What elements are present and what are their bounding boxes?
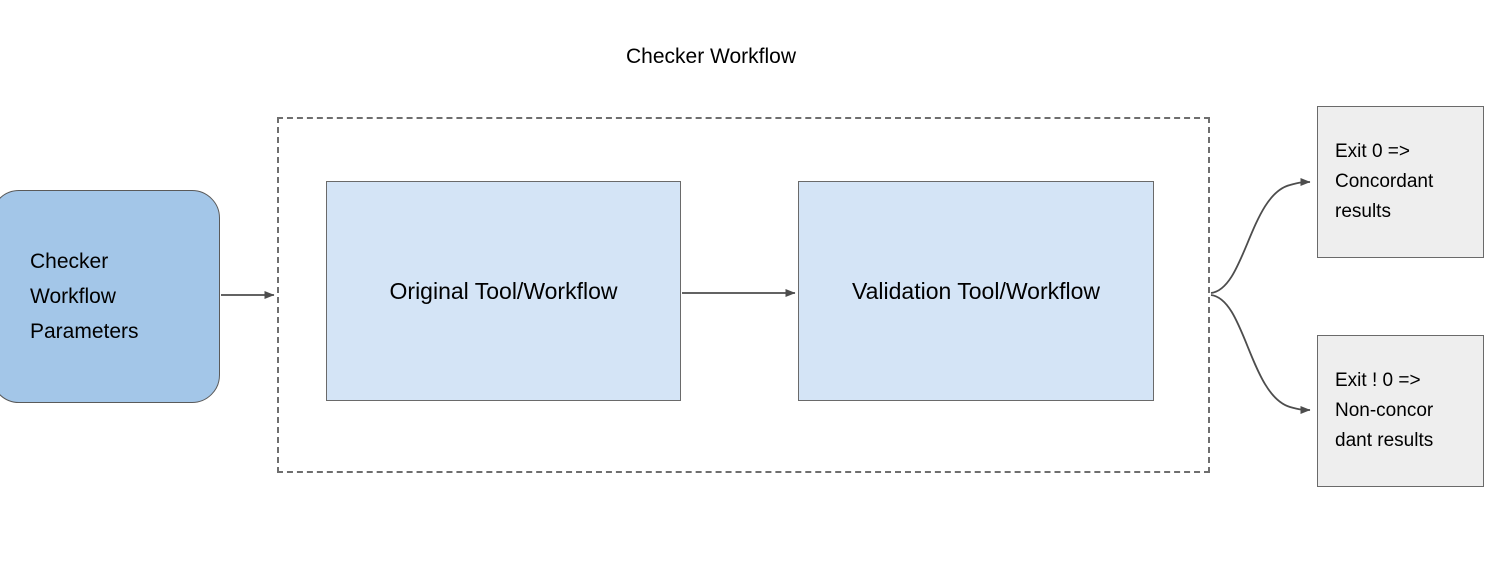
node-validation-tool-workflow[interactable]: Validation Tool/Workflow — [798, 181, 1154, 401]
node-concordant-label: Exit 0 => Concordant results — [1335, 137, 1433, 227]
node-concordant-line-3: results — [1335, 201, 1391, 222]
node-original-tool-label: Original Tool/Workflow — [389, 278, 618, 304]
node-nonconcordant-line-2: Non-concor — [1335, 400, 1434, 421]
edge-validation-to-nonconcordant — [1210, 294, 1311, 414]
node-concordant-line-1: Exit 0 => — [1335, 141, 1410, 162]
node-parameters-line-2: Workflow — [30, 285, 116, 308]
diagram-title: Checker Workflow — [626, 45, 796, 68]
checker-workflow-group-container — [277, 117, 1210, 473]
node-checker-workflow-parameters[interactable]: Checker Workflow Parameters — [0, 190, 220, 403]
node-nonconcordant-line-1: Exit ! 0 => — [1335, 370, 1421, 391]
node-parameters-line-1: Checker — [30, 250, 109, 273]
node-concordant-line-2: Concordant — [1335, 171, 1434, 192]
node-concordant-results[interactable]: Exit 0 => Concordant results — [1317, 106, 1484, 258]
node-nonconcordant-results[interactable]: Exit ! 0 => Non-concor dant results — [1317, 335, 1484, 487]
node-nonconcordant-line-3: dant results — [1335, 430, 1434, 451]
edge-validation-to-concordant — [1210, 178, 1311, 294]
node-parameters-label: Checker Workflow Parameters — [30, 244, 139, 349]
node-original-tool-workflow[interactable]: Original Tool/Workflow — [326, 181, 681, 401]
node-validation-tool-label: Validation Tool/Workflow — [851, 278, 1100, 304]
node-parameters-line-3: Parameters — [30, 320, 139, 343]
node-nonconcordant-label: Exit ! 0 => Non-concor dant results — [1335, 366, 1433, 456]
